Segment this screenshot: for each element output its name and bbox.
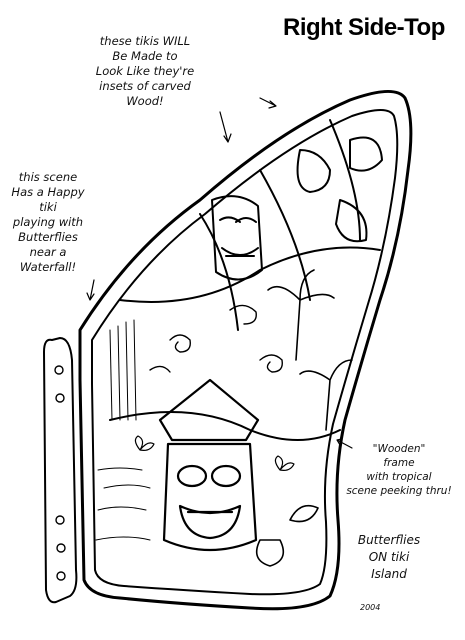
arrow-pointer-top	[219, 111, 232, 143]
small-butterflies	[134, 435, 295, 471]
palm-foliage	[255, 269, 353, 567]
waterfall	[109, 319, 137, 421]
wing-inner-frame	[91, 109, 399, 596]
page-title: Right Side-Top	[283, 14, 445, 41]
arrow-pointer-left	[86, 279, 95, 301]
annotation-wooden-frame: "Wooden" frame with tropical scene peeki…	[346, 443, 452, 497]
annotation-tiki-insets: these tikis WILL Be Made to Look Like th…	[95, 34, 195, 108]
artwork-signature-title: Butterflies ON tiki Island	[357, 533, 421, 581]
tiki-head-lower	[158, 378, 260, 552]
tiki-head-upper	[211, 195, 263, 281]
wing-outer-frame	[78, 90, 413, 611]
carved-panels	[109, 119, 383, 441]
arrow-pointer-top-right	[259, 97, 277, 109]
water-ripples	[95, 467, 151, 541]
annotation-scene-description: this scene Has a Happy tiki playing with…	[11, 170, 85, 274]
carved-swirls	[149, 304, 283, 373]
signature-year: 2004	[360, 603, 381, 612]
hinge-plate	[43, 337, 78, 604]
hinge-screw-holes	[54, 365, 66, 581]
